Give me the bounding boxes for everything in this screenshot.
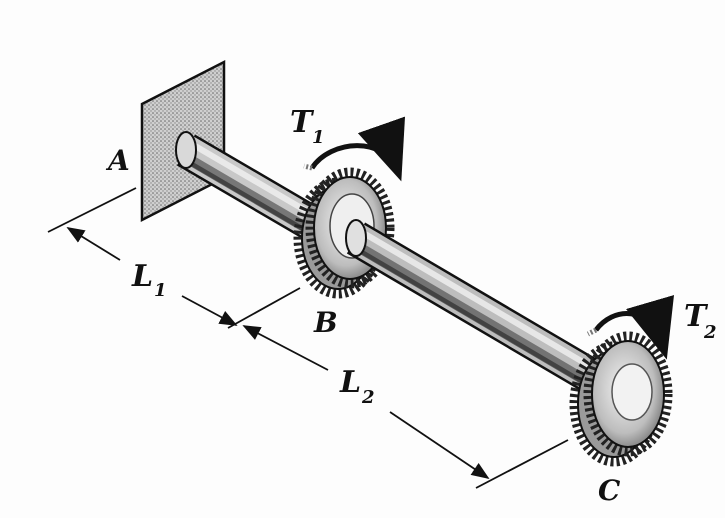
label-t2: T 2	[684, 299, 717, 343]
label-l2: L 2	[339, 365, 375, 408]
label-t1: T 1	[290, 105, 325, 148]
dimension-lines	[47, 187, 569, 489]
label-l1-main: L	[131, 259, 153, 294]
label-l1-sub: 1	[154, 280, 167, 301]
torque-arrow-t2	[586, 294, 674, 360]
label-l2-sub: 2	[361, 387, 375, 408]
label-t2-main: T	[684, 299, 709, 334]
label-l1: L 1	[131, 259, 167, 301]
label-l2-main: L	[339, 365, 361, 400]
label-c: C	[598, 474, 621, 507]
label-b: B	[313, 306, 338, 339]
label-a: A	[105, 144, 130, 177]
shaft-segment-bc	[345, 219, 628, 408]
label-t2-sub: 2	[703, 322, 717, 343]
label-t1-main: T	[290, 105, 315, 140]
gear-c	[569, 331, 673, 467]
label-t1-sub: 1	[312, 127, 325, 148]
torque-arrow-t1	[303, 116, 405, 182]
